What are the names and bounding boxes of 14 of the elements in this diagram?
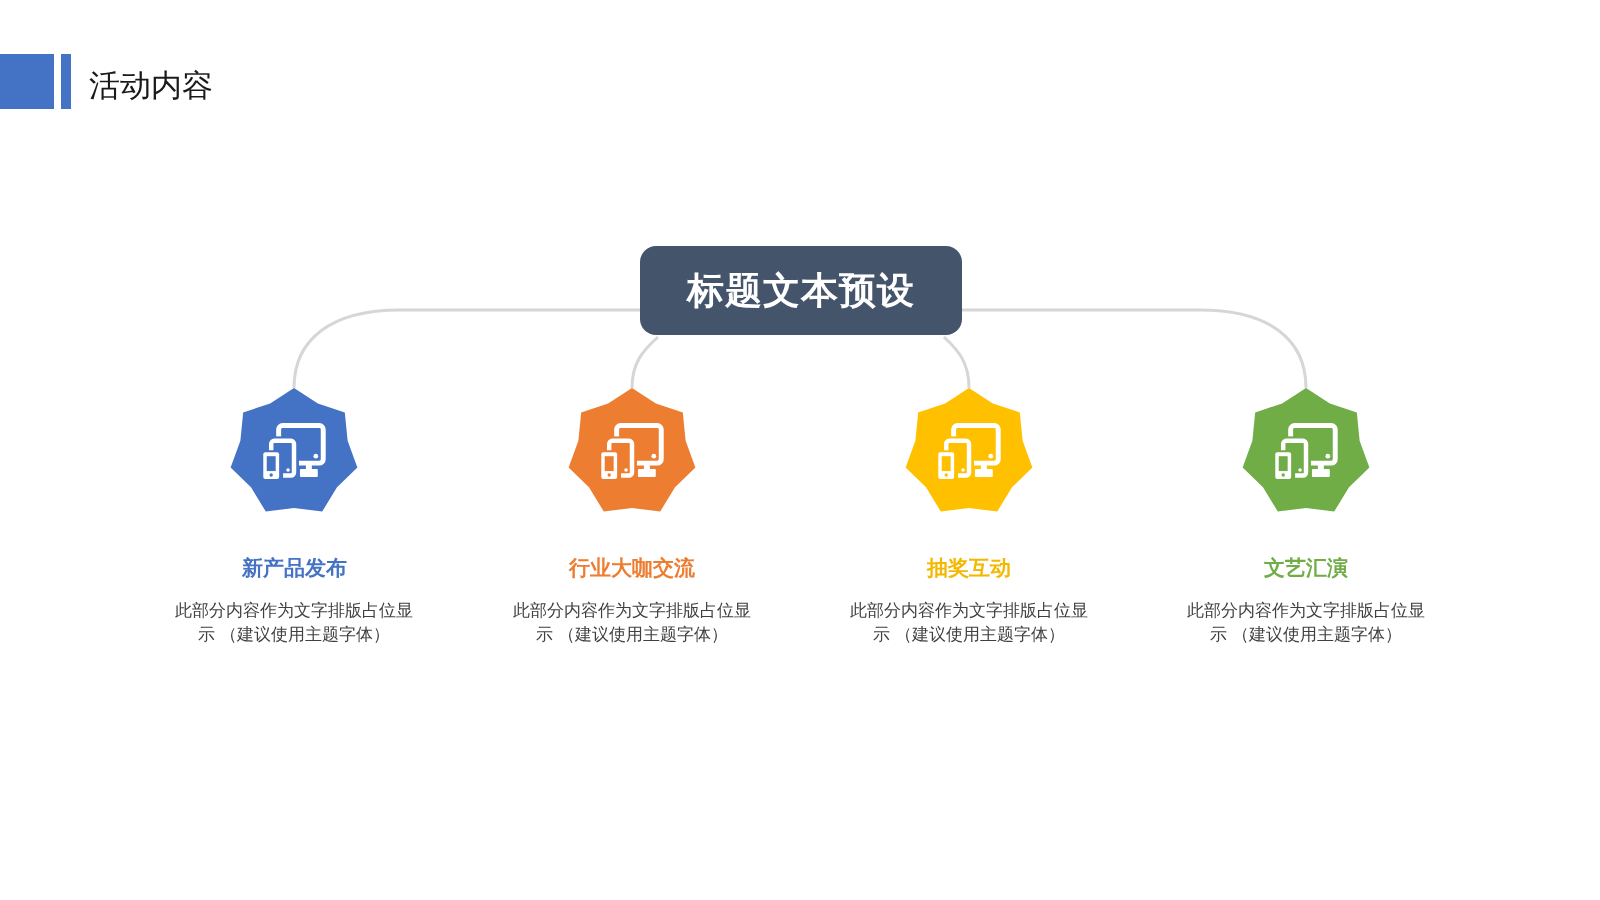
item-heading: 文艺汇演: [1264, 555, 1348, 582]
item-heading: 行业大咖交流: [569, 555, 695, 582]
item-description: 此部分内容作为文字排版占位显示 （建议使用主题字体）: [849, 600, 1089, 646]
page-title: 活动内容: [89, 66, 213, 105]
item-description: 此部分内容作为文字排版占位显示 （建议使用主题字体）: [1186, 600, 1426, 646]
connector-line: [292, 308, 640, 389]
connector-line: [630, 335, 659, 389]
item-description: 此部分内容作为文字排版占位显示 （建议使用主题字体）: [174, 600, 414, 646]
item-heading: 新产品发布: [241, 555, 347, 582]
central-topic-box: 标题文本预设: [640, 246, 962, 335]
item-heading: 抽奖互动: [927, 555, 1011, 582]
connector-line: [942, 335, 971, 389]
connector-line: [962, 308, 1308, 389]
item-description: 此部分内容作为文字排版占位显示 （建议使用主题字体）: [512, 600, 752, 646]
